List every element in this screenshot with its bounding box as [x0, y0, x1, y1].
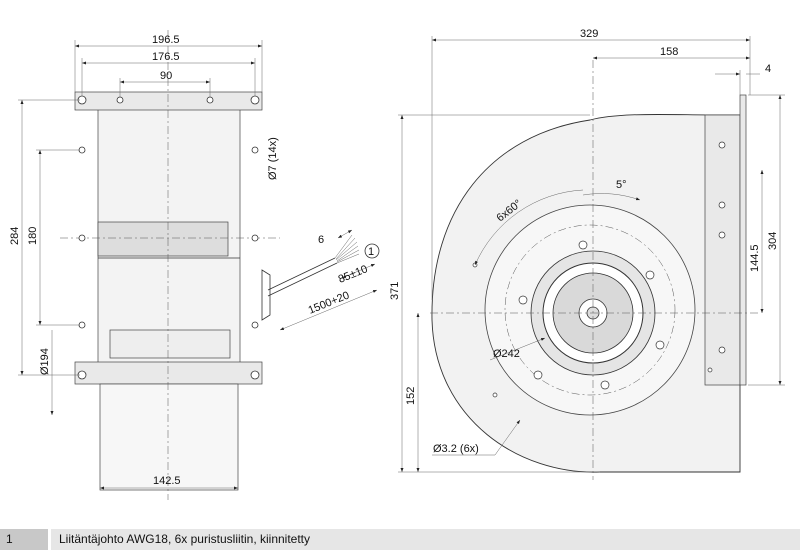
dim-height-371: 371 — [389, 282, 401, 300]
callout-number: 1 — [368, 246, 374, 258]
technical-drawing: 1 6 85±10 1500+20 196.5 176.5 90 284 180… — [9, 28, 785, 500]
dim-holes-7: Ø7 (14x) — [267, 137, 279, 180]
front-view: 1 6 85±10 1500+20 196.5 176.5 90 284 180… — [9, 30, 380, 500]
legend-text: Liitäntäjohto AWG18, 6x puristusliitin, … — [51, 529, 800, 550]
dim-half-158: 158 — [660, 46, 678, 58]
dim-height-284: 284 — [9, 227, 21, 245]
dim-diameter-194: Ø194 — [39, 348, 51, 375]
dim-strip-length: 85±10 — [337, 263, 370, 286]
dim-width-196: 196.5 — [152, 34, 180, 46]
dim-flange-4: 4 — [765, 63, 771, 75]
callout-circle — [364, 243, 380, 259]
dim-height-180: 180 — [27, 227, 39, 245]
side-view: 329 158 4 371 152 304 144.5 Ø242 Ø3.2 (6… — [389, 28, 785, 480]
dim-lower-152: 152 — [405, 387, 417, 405]
dim-height-304: 304 — [767, 232, 779, 250]
dim-holes-3-2: Ø3.2 (6x) — [433, 443, 479, 455]
dim-height-144: 144.5 — [749, 244, 761, 272]
dim-width-329: 329 — [580, 28, 598, 40]
dim-bottom-142: 142.5 — [153, 475, 181, 487]
dim-strip: 6 — [318, 234, 324, 246]
dim-cable-length: 1500+20 — [307, 289, 351, 316]
legend-number: 1 — [0, 529, 48, 550]
dim-angle-5: 5° — [616, 179, 627, 191]
legend-row: 1 Liitäntäjohto AWG18, 6x puristusliitin… — [0, 529, 800, 550]
dim-width-176: 176.5 — [152, 51, 180, 63]
dim-diameter-242: Ø242 — [493, 348, 520, 360]
dim-width-90: 90 — [160, 70, 172, 82]
